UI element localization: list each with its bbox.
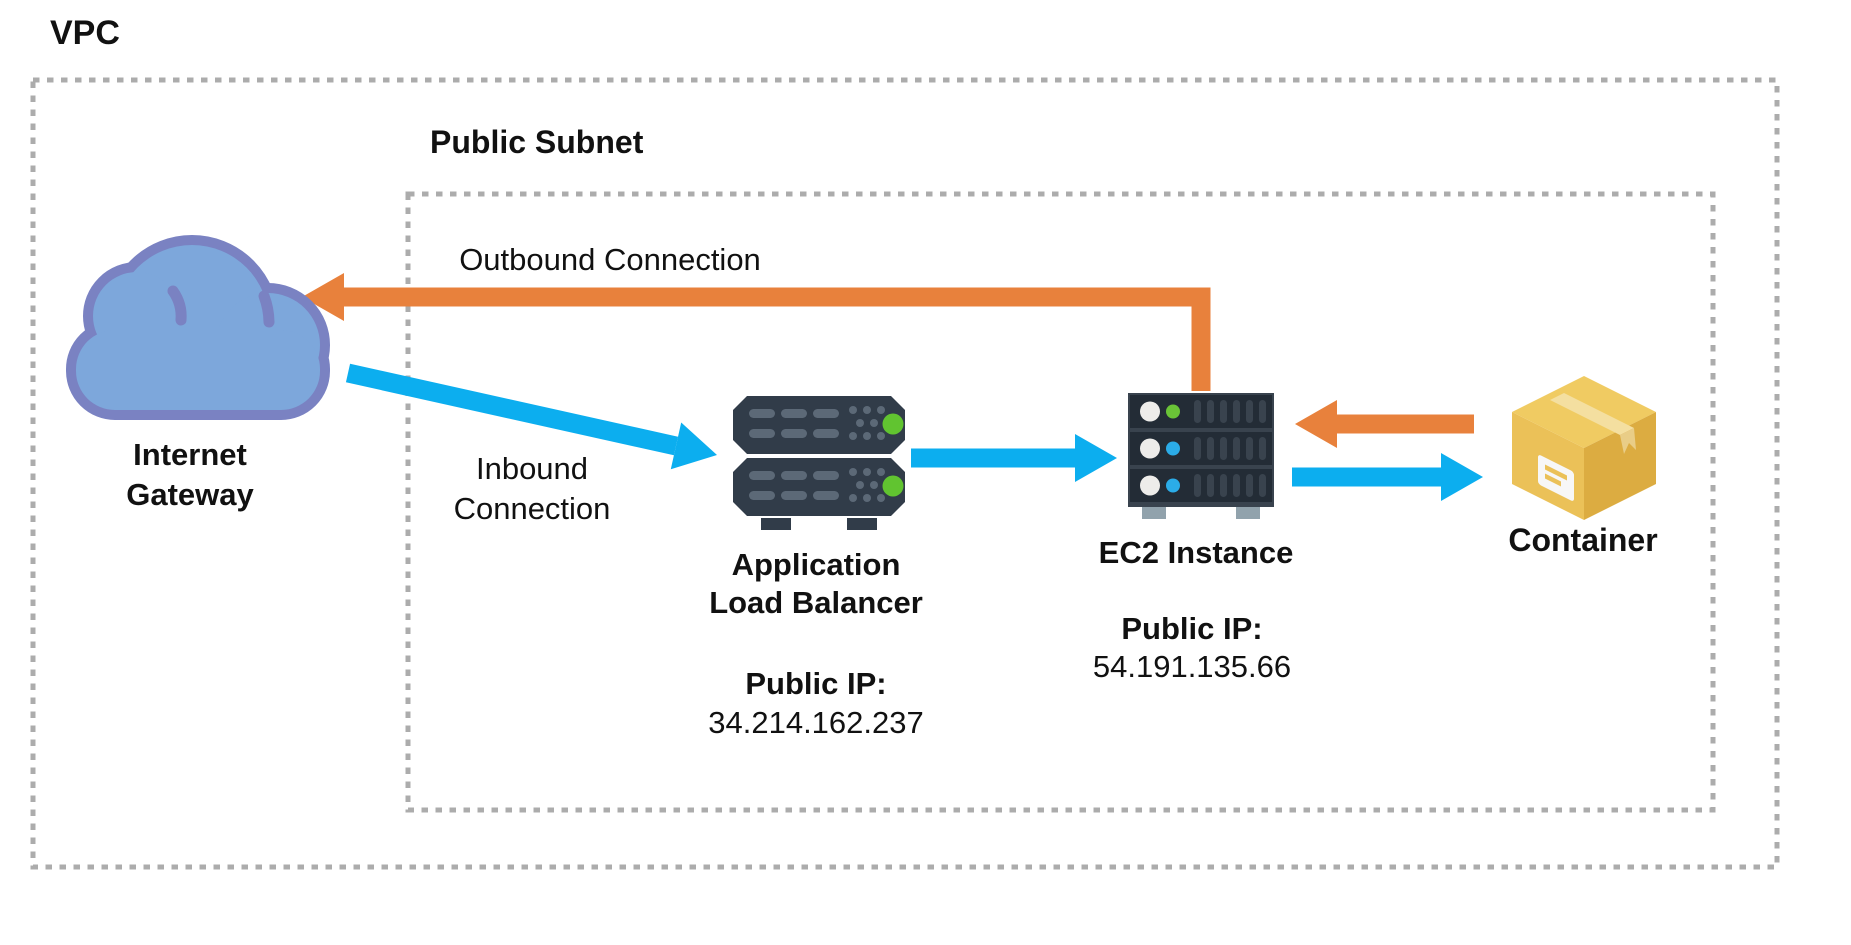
ec2-to-container-arrowhead-icon: [1441, 453, 1483, 501]
inbound-arrow: [345, 363, 717, 470]
inbound-connection-label: Inbound Connection: [453, 451, 611, 526]
ec2-ip-value: 54.191.135.66: [1092, 649, 1292, 684]
vpc-label: VPC: [50, 14, 120, 52]
outbound-arrow: [302, 273, 1211, 391]
internet-gateway-cloud-icon: [66, 235, 330, 420]
load-balancer-label: Application Load Balancer: [709, 547, 923, 620]
lb-unit-top: [733, 396, 905, 454]
load-balancer-icon: [733, 396, 905, 530]
inbound-arrowhead-icon: [670, 422, 717, 470]
ec2-public-ip: Public IP: 54.191.135.66: [1093, 610, 1291, 686]
alb-to-ec2-arrowhead-icon: [1075, 434, 1117, 482]
lb-led-icon: [882, 413, 904, 435]
box-label-icon: [1538, 455, 1574, 501]
load-balancer-public-ip: Public IP: 34.214.162.237: [708, 664, 924, 742]
alb-to-ec2-arrow: [911, 434, 1117, 482]
container-label: Container: [1508, 522, 1658, 558]
lb-unit-bottom: [733, 458, 905, 516]
load-balancer-ip-title: Public IP:: [745, 666, 887, 701]
outbound-connection-label: Outbound Connection: [459, 242, 761, 277]
container-box-icon: [1512, 376, 1656, 520]
public-subnet-boundary-box: [405, 191, 1716, 813]
ec2-row-2: [1130, 432, 1272, 465]
vpc-boundary-box: [30, 77, 1780, 870]
ec2-to-container-arrow: [1292, 453, 1483, 501]
internet-gateway-label: Internet Gateway: [126, 437, 254, 512]
box-tape-icon: [1550, 393, 1636, 454]
ec2-row-3: [1130, 469, 1272, 502]
ec2-ip-title: Public IP:: [1121, 611, 1263, 646]
lb-led-icon: [882, 475, 904, 497]
container-to-ec2-arrowhead-icon: [1295, 400, 1337, 448]
outbound-arrowhead-icon: [302, 273, 344, 321]
container-to-ec2-arrow: [1295, 400, 1474, 448]
ec2-instance-label: EC2 Instance: [1098, 535, 1294, 570]
load-balancer-ip-value: 34.214.162.237: [708, 705, 924, 740]
ec2-server-icon: [1128, 393, 1274, 519]
ec2-row-1: [1130, 395, 1272, 428]
public-subnet-label: Public Subnet: [430, 124, 644, 160]
